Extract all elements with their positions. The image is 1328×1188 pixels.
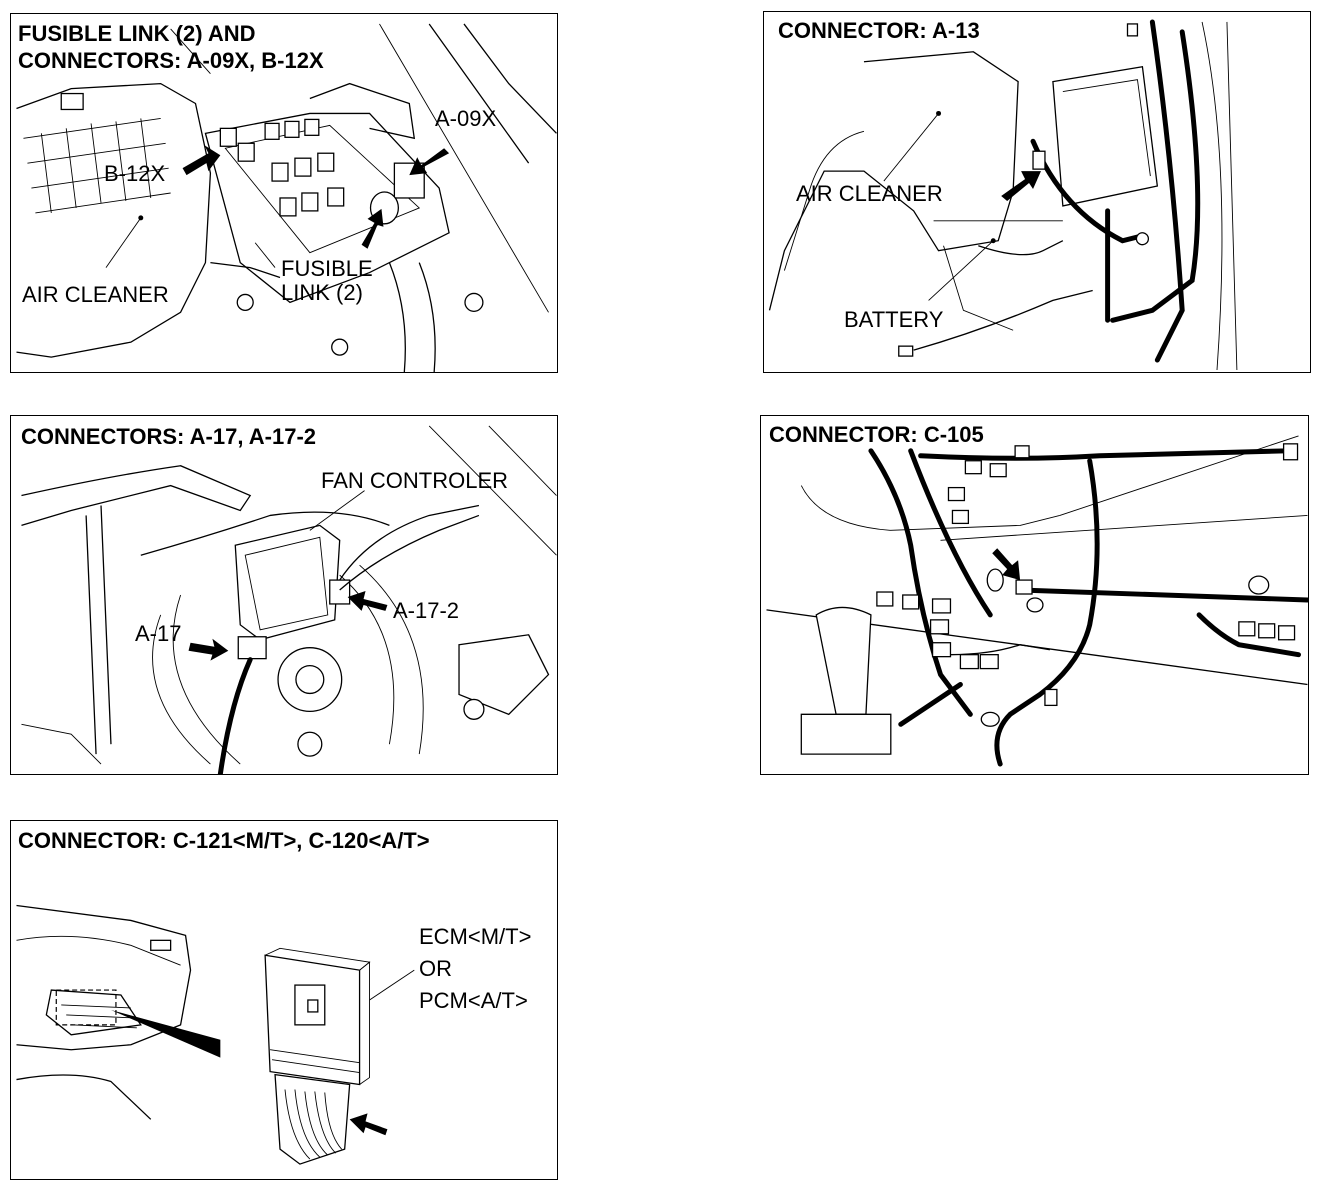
harness-illustration-c105: [766, 435, 1308, 767]
engine-bay-illustration-3: [21, 425, 557, 774]
arrow-fusible-link-icon: [361, 208, 384, 249]
arrow-a17-2-icon: [347, 591, 388, 611]
panel-connector-a13: CONNECTOR: A-13 AIR CLEANER BATTERY: [763, 11, 1311, 373]
label-a17-2: A-17-2: [393, 598, 460, 623]
label-battery: BATTERY: [844, 307, 944, 332]
panel-connector-c121: CONNECTOR: C-121<M/T>, C-120<A/T> ECM<M/…: [10, 820, 558, 1180]
panel-title: CONNECTORS: A-17, A-17-2: [21, 424, 317, 449]
label-fan-controller: FAN CONTROLER: [321, 468, 509, 493]
arrow-b12x-icon: [182, 145, 221, 176]
label-a09x: A-09X: [435, 106, 497, 131]
arrow-c105-icon: [992, 548, 1021, 581]
arrow-a17-icon: [188, 638, 229, 661]
panel-connectors-a17: CONNECTORS: A-17, A-17-2 FAN CONTROLER A…: [10, 415, 558, 775]
panel-title: FUSIBLE LINK (2) AND CONNECTORS: A-09X, …: [18, 21, 324, 73]
panel-title: CONNECTOR: C-105: [769, 422, 984, 447]
label-a17: A-17: [135, 621, 182, 646]
engine-bay-illustration-2: [768, 19, 1238, 371]
pointer-wedge: [110, 1009, 221, 1058]
panel-connector-c105: CONNECTOR: C-105: [760, 415, 1309, 775]
arrow-a13-icon: [1001, 171, 1041, 201]
engine-bay-illustration-1: [16, 23, 557, 372]
label-ecm-pcm: ECM<M/T> OR PCM<A/T>: [419, 924, 532, 1013]
arrow-c121-icon: [349, 1113, 388, 1136]
panel-title: CONNECTOR: C-121<M/T>, C-120<A/T>: [18, 828, 430, 853]
label-air-cleaner: AIR CLEANER: [796, 181, 943, 206]
panel-fusible-link: FUSIBLE LINK (2) AND CONNECTORS: A-09X, …: [10, 13, 558, 373]
label-b12x: B-12X: [104, 161, 166, 186]
label-fusible-link: FUSIBLE LINK (2): [281, 256, 373, 305]
label-air-cleaner: AIR CLEANER: [22, 282, 169, 307]
panel-title: CONNECTOR: A-13: [778, 18, 980, 43]
arrow-a09x-icon: [409, 148, 450, 176]
ecm-illustration: [16, 904, 415, 1165]
